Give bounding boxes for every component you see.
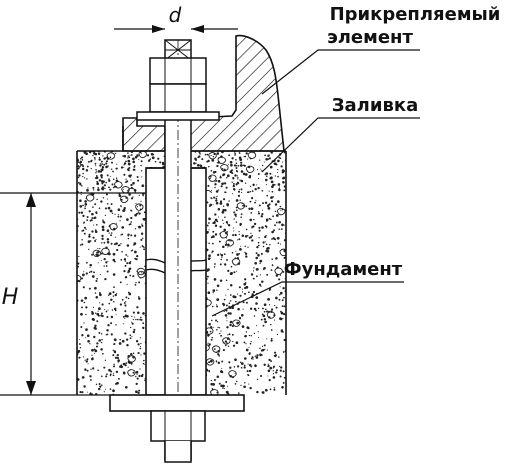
grout-label: Заливка bbox=[332, 95, 418, 116]
bottom-anchor-plate bbox=[109, 394, 245, 463]
attached-element-label-line2: элемент bbox=[327, 27, 413, 48]
dimension-d: d bbox=[114, 3, 238, 33]
leader-lines bbox=[211, 49, 420, 317]
dimension-d-label: d bbox=[169, 3, 182, 27]
dimension-h-label: H bbox=[2, 285, 19, 310]
foundation-label: Фундамент bbox=[284, 259, 403, 280]
dimension-h: H bbox=[0, 192, 146, 396]
top-nut-assembly bbox=[136, 57, 220, 121]
attached-element-label-line1: Прикрепляемый bbox=[330, 4, 501, 25]
